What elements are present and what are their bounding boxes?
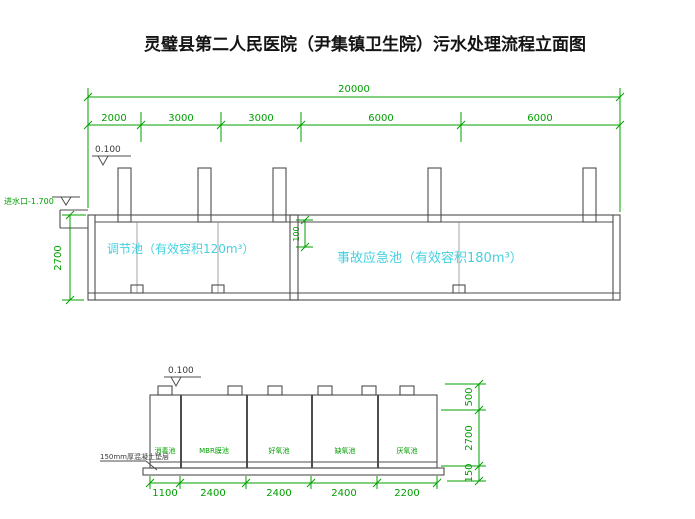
- tank-outline: [87, 214, 621, 301]
- compartment-label: 消毒池: [155, 446, 176, 455]
- drawing-title: 灵璧县第二人民医院（尹集镇卫生院）污水处理流程立面图: [144, 34, 586, 55]
- tank1-label: 调节池（有效容积120m³）: [107, 241, 254, 256]
- upper-tank-structure: [59, 167, 621, 301]
- height-dim-label: 2700: [53, 245, 64, 270]
- dim-ticks: [474, 379, 484, 486]
- segment-dim-label: 6000: [368, 113, 393, 124]
- access-hatch: [399, 385, 415, 396]
- compartment-label: 厌氧池: [397, 446, 418, 455]
- bottom-dim-label: 1100: [152, 488, 177, 499]
- inlet-marker: 进水口-1.700: [4, 196, 80, 206]
- tank2-label: 事故应急池（有效容积180m³）: [337, 250, 523, 266]
- bottom-dim-label: 2400: [331, 488, 356, 499]
- compartment-label: 缺氧池: [335, 446, 356, 455]
- access-hatch: [157, 385, 173, 396]
- bottom-dim-label: 2400: [266, 488, 291, 499]
- elevation-triangle-icon: [97, 155, 109, 167]
- inlet-triangle-icon: [60, 196, 72, 206]
- bottom-dim-label: 2400: [200, 488, 225, 499]
- upper-freeboard-dim: 100: [292, 215, 313, 252]
- elevation-label: 0.100: [95, 145, 121, 155]
- dividing-wall: [289, 214, 299, 301]
- column-base: [211, 284, 225, 294]
- column-base: [452, 284, 466, 294]
- access-hatch: [317, 385, 333, 396]
- dim-ticks: [83, 92, 625, 130]
- right-dim-label: 500: [464, 387, 475, 406]
- base-note: 150mm厚混凝土垫层: [100, 452, 169, 471]
- column: [197, 167, 212, 223]
- base-note-label: 150mm厚混凝土垫层: [100, 452, 169, 461]
- total-dim-label: 20000: [338, 84, 370, 95]
- column-base: [130, 284, 144, 294]
- lower-bottom-dims: 1100 2400 2400 2400 2200: [145, 476, 442, 499]
- compartment-label: 好氧池: [269, 446, 290, 455]
- column: [427, 167, 442, 223]
- bottom-dim-label: 2200: [394, 488, 419, 499]
- tank-outline: [149, 394, 438, 469]
- segment-dim-label: 3000: [248, 113, 273, 124]
- access-hatch: [227, 385, 243, 396]
- lower-elevation-marker: 0.100: [164, 366, 201, 388]
- access-hatch: [361, 385, 377, 396]
- right-dim-label: 2700: [464, 425, 475, 450]
- column: [582, 167, 597, 223]
- elevation-label: 0.100: [168, 366, 194, 376]
- segment-dim-label: 2000: [101, 113, 126, 124]
- foundation-slab: [142, 467, 445, 476]
- lower-right-dims: 500 2700 150: [441, 379, 486, 486]
- segment-dim-label: 3000: [168, 113, 193, 124]
- compartment-label: MBR膜池: [199, 446, 229, 455]
- inlet-label: 进水口-1.700: [4, 196, 54, 206]
- column: [272, 167, 287, 223]
- right-dim-label: 150: [464, 463, 475, 482]
- upper-dimension-lines: 20000 2000 3000 3000 6000 6000: [83, 84, 625, 212]
- upper-left-height-dim: 2700: [53, 210, 86, 305]
- upper-elevation-marker: 0.100: [92, 145, 131, 167]
- access-hatch: [267, 385, 283, 396]
- segment-dim-label: 6000: [527, 113, 552, 124]
- elevation-triangle-icon: [170, 376, 182, 388]
- freeboard-dim-label: 100: [292, 226, 301, 241]
- lower-tank-structure: [142, 385, 445, 476]
- dim-ticks: [145, 478, 442, 488]
- column: [117, 167, 132, 223]
